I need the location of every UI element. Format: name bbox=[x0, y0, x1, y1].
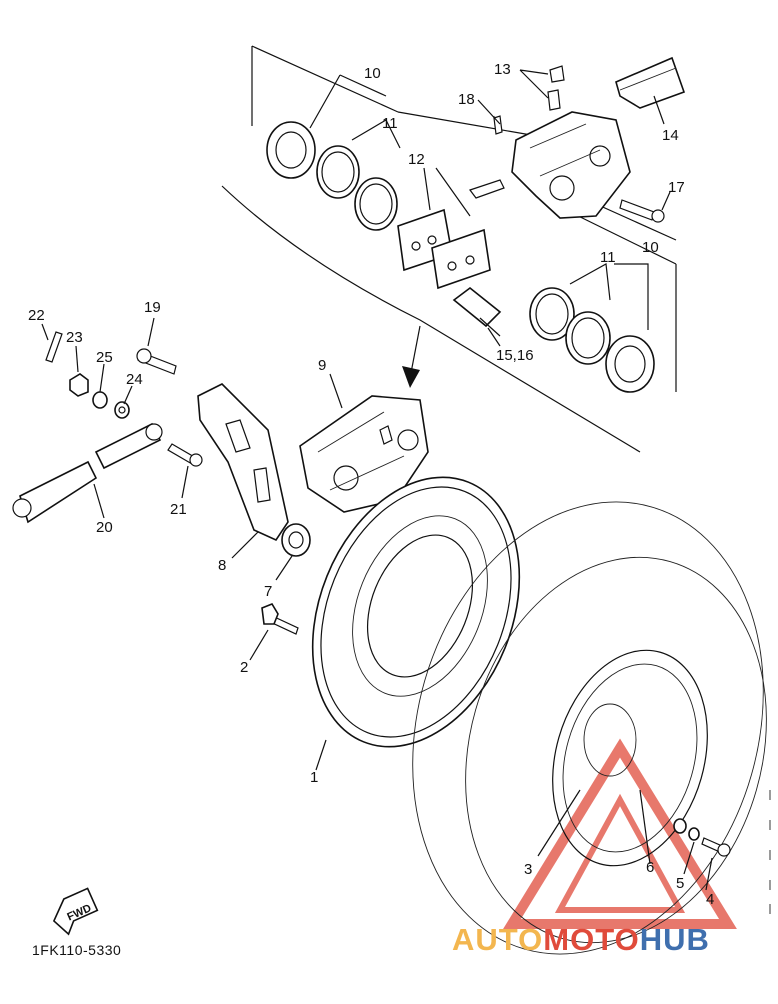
piston-upper bbox=[266, 74, 387, 179]
callouts: 1 2 3 4 5 6 7 8 9 10 10 11 11 12 13 14 1… bbox=[28, 61, 714, 908]
callout-22: 22 bbox=[28, 307, 45, 324]
callout-13: 13 bbox=[494, 61, 511, 78]
callout-11-lower: 11 bbox=[600, 249, 616, 266]
part-code: 1FK110-5330 bbox=[32, 942, 122, 958]
cotter-pin bbox=[45, 331, 63, 363]
arm-bolt bbox=[167, 443, 203, 467]
piston-lower bbox=[605, 263, 655, 393]
callout-9: 9 bbox=[318, 357, 326, 374]
callout-14: 14 bbox=[662, 127, 679, 144]
leader-lines bbox=[41, 95, 713, 891]
callout-5: 5 bbox=[676, 875, 684, 892]
callout-10-lower: 10 bbox=[642, 239, 659, 256]
direction-arrow bbox=[402, 325, 421, 388]
callout-11-upper: 11 bbox=[382, 115, 398, 132]
callout-15-16: 15,16 bbox=[496, 347, 534, 364]
caliper-assembly bbox=[299, 395, 429, 513]
caliper-bracket bbox=[197, 383, 289, 542]
pad-pin bbox=[469, 115, 505, 199]
collar bbox=[281, 523, 311, 557]
brake-disc bbox=[311, 476, 521, 748]
watermark-part2: MOTO bbox=[543, 922, 640, 957]
callout-24: 24 bbox=[126, 371, 143, 388]
callout-1: 1 bbox=[310, 769, 318, 786]
nut bbox=[69, 373, 89, 397]
fwd-arrow: FWD bbox=[52, 887, 99, 936]
spring-washer bbox=[92, 391, 108, 409]
callout-20: 20 bbox=[96, 519, 113, 536]
brake-pads bbox=[397, 167, 491, 290]
seals-lower bbox=[529, 263, 611, 365]
callout-10-upper: 10 bbox=[364, 65, 381, 82]
watermark-part1: AUTO bbox=[452, 922, 544, 957]
caliper-bolt bbox=[619, 199, 665, 223]
callout-6: 6 bbox=[646, 859, 654, 876]
callout-21: 21 bbox=[170, 501, 187, 518]
bleed-screw bbox=[519, 65, 565, 111]
seals-upper bbox=[316, 119, 401, 231]
callout-19: 19 bbox=[144, 299, 161, 316]
bracket-lines bbox=[221, 45, 677, 453]
torque-arm bbox=[12, 422, 163, 524]
watermark-part3: HUB bbox=[639, 922, 710, 957]
callout-17: 17 bbox=[668, 179, 685, 196]
callout-4: 4 bbox=[706, 891, 714, 908]
pad-spring bbox=[452, 286, 502, 337]
callout-7: 7 bbox=[264, 583, 272, 600]
watermark-text: AUTOMOTOHUB bbox=[452, 922, 710, 958]
caliper-body-upper bbox=[511, 111, 631, 219]
callout-8: 8 bbox=[218, 557, 226, 574]
caliper-cover bbox=[615, 56, 686, 109]
disc-bolt bbox=[261, 603, 299, 635]
callout-23: 23 bbox=[66, 329, 83, 346]
callout-2: 2 bbox=[240, 659, 248, 676]
callout-3: 3 bbox=[524, 861, 532, 878]
bracket-bolt bbox=[136, 348, 177, 375]
callout-18: 18 bbox=[458, 91, 475, 108]
callout-25: 25 bbox=[96, 349, 113, 366]
hub-hardware bbox=[673, 818, 731, 857]
wheel bbox=[412, 501, 767, 955]
callout-12: 12 bbox=[408, 151, 425, 168]
plain-washer bbox=[114, 401, 130, 419]
